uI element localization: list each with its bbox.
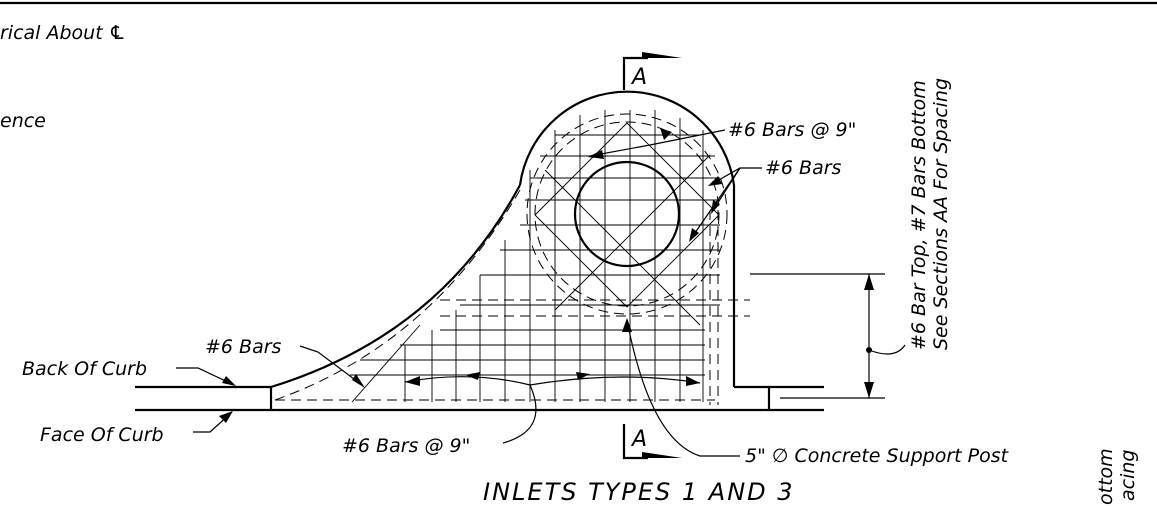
curb-lines xyxy=(135,385,271,412)
svg-text:#6 Bars: #6 Bars xyxy=(765,157,842,179)
label-support-post: 5" ∅ Concrete Support Post xyxy=(622,318,1010,467)
label-bars-at-9-top: #6 Bars @ 9" xyxy=(588,119,856,159)
label-face-of-curb: Face Of Curb xyxy=(40,411,233,446)
dimension-line xyxy=(750,273,906,399)
label-back-of-curb: Back Of Curb xyxy=(22,358,236,386)
svg-text:A: A xyxy=(630,427,647,452)
svg-text:#6 Bars @ 9": #6 Bars @ 9" xyxy=(342,435,470,457)
svg-text:ottom: ottom xyxy=(1095,448,1117,505)
vertical-note-fragment: ottom acing xyxy=(1095,448,1139,505)
label-reference: ence xyxy=(0,110,46,132)
label-symmetrical-about-cl: rical About ℄ xyxy=(0,22,126,44)
vertical-note: #6 Bar Top, #7 Bars Bottom See Sections … xyxy=(908,78,952,350)
drawing-title: INLETS TYPES 1 AND 3 xyxy=(483,478,795,506)
svg-text:#6 Bars @ 9": #6 Bars @ 9" xyxy=(728,119,856,141)
svg-text:#6 Bar Top, #7 Bars Bottom: #6 Bar Top, #7 Bars Bottom xyxy=(908,80,930,350)
svg-text:5" ∅ Concrete Support Post: 5" ∅ Concrete Support Post xyxy=(745,445,1010,467)
svg-text:Face Of Curb: Face Of Curb xyxy=(40,424,164,446)
svg-text:Back Of Curb: Back Of Curb xyxy=(22,358,147,380)
svg-text:#6 Bars: #6 Bars xyxy=(205,336,282,358)
svg-text:See Sections AA For Spacing: See Sections AA For Spacing xyxy=(930,78,952,350)
section-mark-top: A xyxy=(622,52,682,90)
svg-text:acing: acing xyxy=(1117,450,1139,501)
rebar-grid xyxy=(350,110,720,403)
svg-text:A: A xyxy=(630,65,647,90)
label-bars-at-9-bottom: #6 Bars @ 9" xyxy=(342,372,701,457)
inlet-outline xyxy=(269,90,824,412)
section-mark-bottom: A xyxy=(622,424,682,460)
label-bars-left: #6 Bars xyxy=(205,336,365,388)
dashed-rebar xyxy=(274,113,750,405)
label-bars-right: #6 Bars xyxy=(689,157,842,242)
